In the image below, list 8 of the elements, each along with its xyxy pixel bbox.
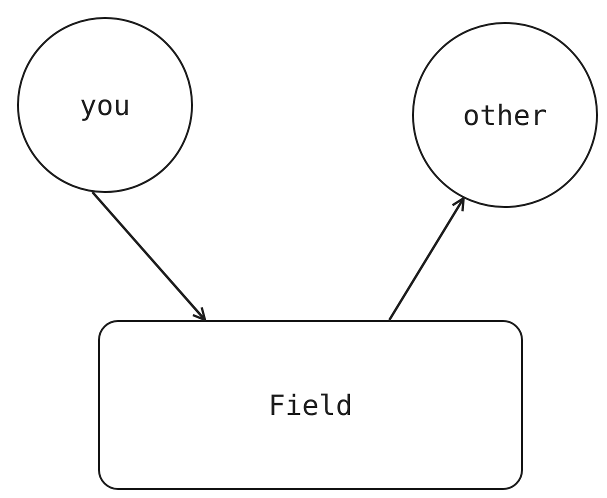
node-label: you (80, 88, 130, 122)
circle-node (412, 22, 598, 208)
node-label: other (462, 98, 548, 132)
arrow (388, 197, 465, 321)
node-label: Field (268, 388, 353, 422)
circle-node (17, 17, 193, 193)
rounded-box (98, 320, 523, 490)
arrow (91, 191, 206, 322)
